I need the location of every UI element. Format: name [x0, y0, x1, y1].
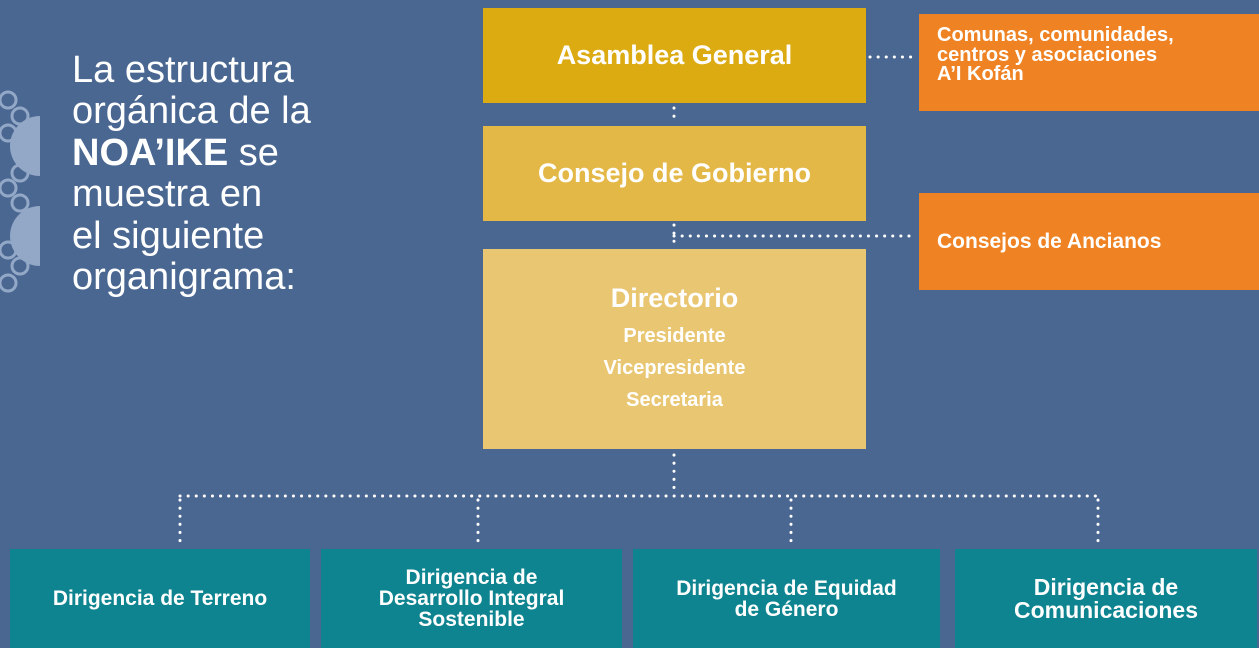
- asamblea-general-label: Asamblea General: [556, 40, 793, 70]
- dirigencia-terreno-line-1: Dirigencia de Terreno: [52, 587, 268, 610]
- dirigencia-comunicaciones-box: Dirigencia de Comunicaciones: [955, 549, 1257, 648]
- role-vicepresidente: Vicepresidente: [603, 356, 746, 379]
- dirigencia-comunicaciones-line-1: Dirigencia de: [1033, 573, 1179, 600]
- interlocking-circles-pattern-icon: [0, 90, 40, 293]
- intro-line-5: el siguiente: [72, 214, 265, 257]
- intro-line-3-tail: se: [228, 131, 279, 174]
- dirigencia-equidad-line-2: de Género: [734, 597, 839, 621]
- asamblea-general-box: Asamblea General: [483, 8, 866, 103]
- directorio-box: Directorio Presidente Vicepresidente Sec…: [483, 249, 866, 449]
- intro-line-4: muestra en: [72, 173, 263, 216]
- comunas-box: Comunas, comunidades, centros y asociaci…: [919, 14, 1259, 111]
- role-secretaria: Secretaria: [626, 388, 723, 411]
- dirigencia-equidad-box: Dirigencia de Equidad de Género: [633, 549, 940, 648]
- intro-line-6: organigrama:: [72, 256, 296, 299]
- intro-text: La estructura orgánica de la NOA’IKE se …: [72, 49, 402, 299]
- role-presidente: Presidente: [623, 324, 726, 347]
- consejos-ancianos-label: Consejos de Ancianos: [937, 229, 1162, 253]
- dirigencia-terreno-box: Dirigencia de Terreno: [10, 549, 310, 648]
- consejo-gobierno-label: Consejo de Gobierno: [537, 158, 812, 188]
- intro-line-1: La estructura: [72, 49, 294, 91]
- comunas-line-3: A’I Kofán: [937, 63, 1024, 86]
- dirigencia-desarrollo-line-2: Desarrollo Integral: [378, 587, 565, 610]
- dirigencia-desarrollo-line-1: Dirigencia de: [405, 566, 538, 589]
- comunas-line-1: Comunas, comunidades,: [937, 24, 1174, 46]
- dirigencia-desarrollo-box: Dirigencia de Desarrollo Integral Sosten…: [321, 549, 622, 648]
- directorio-title: Directorio: [610, 282, 739, 313]
- consejos-ancianos-box: Consejos de Ancianos: [919, 193, 1259, 290]
- dirigencia-desarrollo-line-3: Sostenible: [418, 608, 525, 631]
- intro-line-2: orgánica de la: [72, 90, 311, 133]
- dirigencia-equidad-line-1: Dirigencia de Equidad: [676, 576, 897, 600]
- consejo-gobierno-box: Consejo de Gobierno: [483, 126, 866, 221]
- comunas-line-2: centros y asociaciones: [937, 43, 1158, 66]
- intro-line-3: NOA’IKE se: [72, 131, 402, 174]
- dirigencia-comunicaciones-line-2: Comunicaciones: [1013, 596, 1199, 623]
- brand-name: NOA’IKE: [72, 131, 229, 174]
